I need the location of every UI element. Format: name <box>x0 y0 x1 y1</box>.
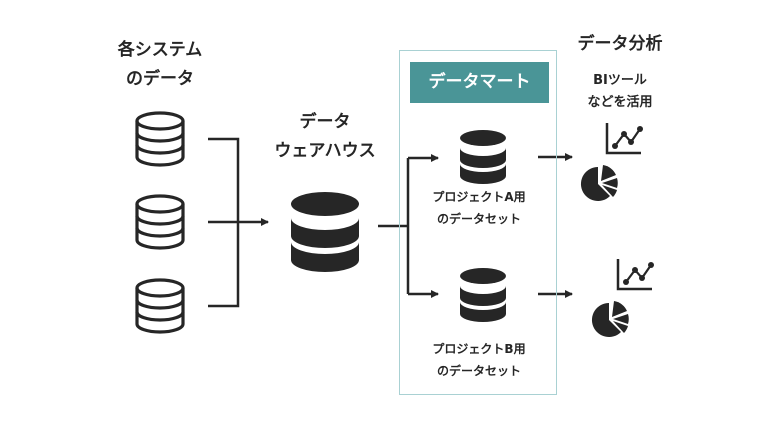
dataset-b-label: プロジェクトB用 のデータセット <box>404 338 554 382</box>
dataset-a-label-line2: のデータセット <box>436 212 521 226</box>
warehouse-title-line1: データ <box>299 112 351 132</box>
data-mart-container <box>399 50 557 395</box>
source-database-icon-1 <box>135 111 185 167</box>
dataset-a-label-line1: プロジェクトA用 <box>432 190 526 204</box>
analysis-connector <box>538 153 573 298</box>
pie-chart-icon-a <box>580 165 618 201</box>
line-chart-icon-a <box>605 121 645 155</box>
sources-title-line2: のデータ <box>126 69 194 89</box>
warehouse-database-icon <box>291 192 359 272</box>
analysis-subtitle-line2: などを活用 <box>587 95 653 110</box>
sources-title: 各システム のデータ <box>100 36 220 94</box>
dataset-a-label: プロジェクトA用 のデータセット <box>404 186 554 230</box>
dataset-b-label-line1: プロジェクトB用 <box>432 342 526 356</box>
analysis-subtitle-line1: BIツール <box>593 73 647 88</box>
dataset-b-label-line2: のデータセット <box>436 364 521 378</box>
analysis-title: データ分析 <box>577 34 663 54</box>
warehouse-connector <box>378 154 439 298</box>
analysis-subtitle: BIツール などを活用 <box>565 70 675 114</box>
warehouse-title: データ ウェアハウス <box>255 108 395 166</box>
line-chart-icon-b <box>616 257 656 291</box>
sources-connector <box>208 137 269 308</box>
pie-chart-icon-b <box>591 301 629 337</box>
source-database-icon-2 <box>135 194 185 250</box>
sources-title-line1: 各システム <box>117 40 203 60</box>
warehouse-title-line2: ウェアハウス <box>274 141 376 161</box>
source-database-icon-3 <box>135 278 185 334</box>
data-mart-title: データマート <box>410 62 549 103</box>
